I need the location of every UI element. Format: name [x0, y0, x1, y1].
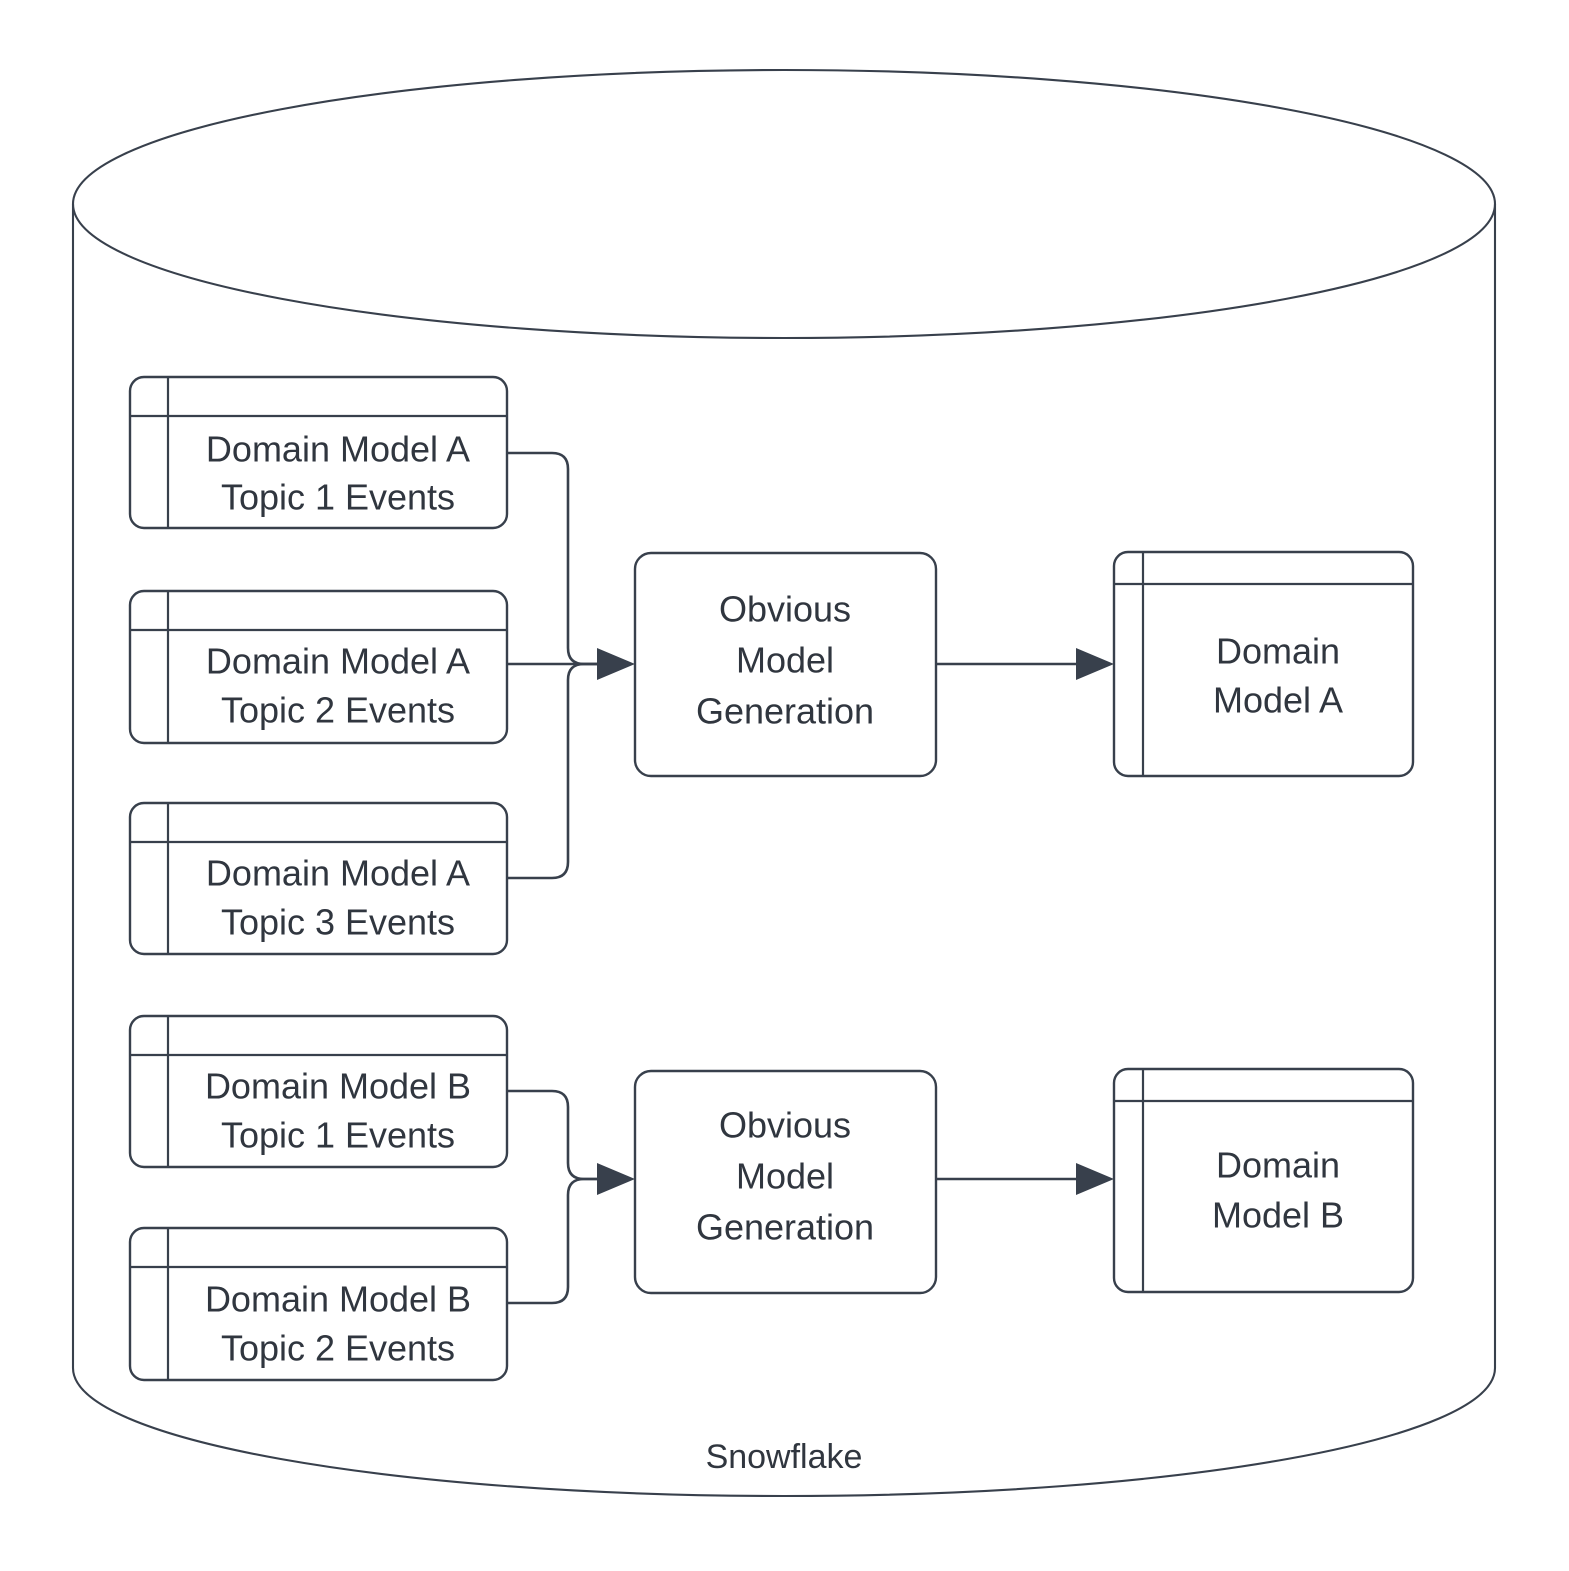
process-label-a-line1: Obvious — [719, 589, 851, 630]
output-label-domain-model-b-line1: Domain — [1216, 1145, 1340, 1186]
output-node-domain-model-b[interactable] — [1112, 1067, 1415, 1294]
source-label-a-topic-2-line1: Domain Model A — [206, 641, 470, 682]
output-label-domain-model-a-line2: Model A — [1213, 680, 1343, 721]
source-label-a-topic-3-line1: Domain Model A — [206, 853, 470, 894]
edge-generation-b-to-domain-model-b — [936, 1163, 1114, 1195]
source-label-b-topic-2-line2: Topic 2 Events — [221, 1328, 455, 1369]
output-label-domain-model-b-line2: Model B — [1212, 1195, 1344, 1236]
process-label-b-line1: Obvious — [719, 1105, 851, 1146]
output-label-domain-model-a-line1: Domain — [1216, 631, 1340, 672]
process-label-a-line3: Generation — [696, 691, 874, 732]
arrowhead-to-domain-model-b — [1076, 1163, 1114, 1195]
edge-b-topic-2-to-generation-b — [507, 1177, 600, 1305]
source-label-a-topic-1-line1: Domain Model A — [206, 429, 470, 470]
edge-b-topic-1-to-generation-b — [507, 1089, 600, 1181]
process-label-b-line2: Model — [736, 1156, 834, 1197]
process-label-b-line3: Generation — [696, 1207, 874, 1248]
source-label-a-topic-1-line2: Topic 1 Events — [221, 477, 455, 518]
source-label-a-topic-3-line2: Topic 3 Events — [221, 902, 455, 943]
arrowhead-to-generation-a — [597, 648, 635, 680]
arrowhead-to-generation-b — [597, 1163, 635, 1195]
cylinder-label: Snowflake — [706, 1438, 863, 1476]
process-node-obvious-model-generation-b[interactable] — [633, 1069, 938, 1295]
source-label-b-topic-1-line2: Topic 1 Events — [221, 1115, 455, 1156]
edge-generation-a-to-domain-model-a — [936, 648, 1114, 680]
process-label-a-line2: Model — [736, 640, 834, 681]
arrowhead-to-domain-model-a — [1076, 648, 1114, 680]
edge-a-topic-1-to-generation-a — [507, 451, 600, 666]
edge-a-topic-3-to-generation-a — [507, 662, 600, 880]
source-label-a-topic-2-line2: Topic 2 Events — [221, 690, 455, 731]
source-label-b-topic-1-line1: Domain Model B — [205, 1066, 471, 1107]
source-node-a-topic-2[interactable] — [128, 589, 509, 745]
output-node-domain-model-a[interactable] — [1112, 550, 1415, 778]
snowflake-cylinder — [71, 68, 1497, 1498]
source-label-b-topic-2-line1: Domain Model B — [205, 1279, 471, 1320]
